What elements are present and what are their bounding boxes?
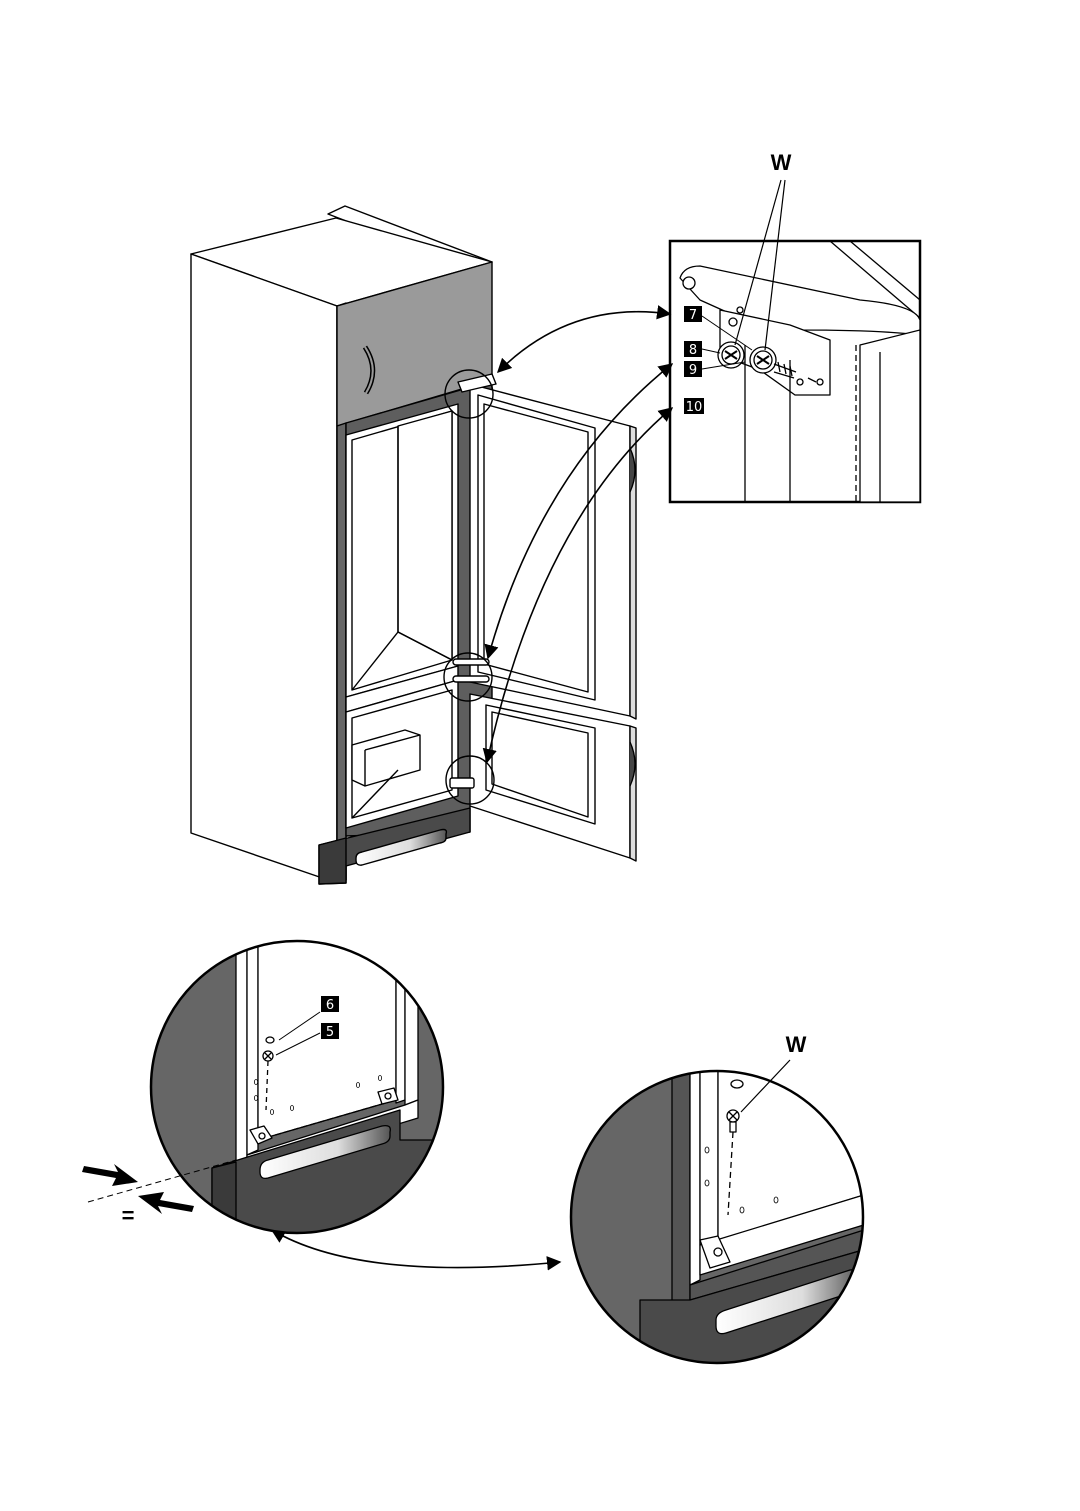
callout-9-text: 9 <box>689 363 697 378</box>
callout-5: 5 <box>321 1023 339 1040</box>
appliance-doors <box>449 373 637 862</box>
callout-9: 9 <box>684 361 702 378</box>
callout-8: 8 <box>684 341 702 358</box>
callout-7-text: 7 <box>689 308 697 323</box>
tall-cabinet <box>190 205 493 885</box>
connector-arrows <box>270 305 674 1271</box>
bottom-left-detail: 6 5 = <box>82 939 445 1235</box>
bottom-hinge-circle <box>445 755 495 805</box>
gap-arrow-upper <box>82 1164 138 1186</box>
gap-arrow-lower <box>138 1192 194 1214</box>
gap-alignment-marker: = <box>82 1159 237 1228</box>
bottom-right-detail: W <box>569 1032 865 1365</box>
arrow-top-hinge <box>496 305 672 374</box>
opening-left-wall <box>336 422 347 884</box>
bottom-left-circle-outline <box>149 939 445 1235</box>
arrow-bottom-hinge <box>482 407 674 764</box>
callout-6: 6 <box>321 996 339 1013</box>
w-label-top: W <box>771 150 792 175</box>
arrow-bottom-detail <box>270 1229 562 1271</box>
freezer-drawer <box>351 729 421 787</box>
w-label-bottom: W <box>786 1032 807 1057</box>
callout-7: 7 <box>684 306 702 323</box>
callout-10: 10 <box>684 398 704 415</box>
plinth-vent <box>355 828 448 866</box>
callout-5-text: 5 <box>326 1025 334 1040</box>
equal-sign-label: = <box>122 1203 135 1228</box>
callout-6-text: 6 <box>326 998 334 1013</box>
callout-8-text: 8 <box>689 343 697 358</box>
bottom-right-circle-outline <box>569 1069 865 1365</box>
cabinet-left-side <box>190 253 338 884</box>
hinge-detail-inset: 7 8 9 10 W <box>668 150 922 504</box>
callout-10-text: 10 <box>686 400 703 415</box>
